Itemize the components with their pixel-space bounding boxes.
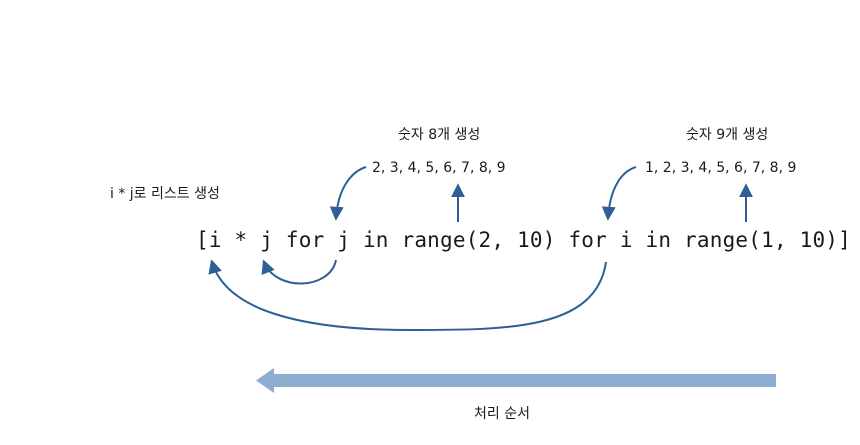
arrow-i-loop [208, 259, 607, 332]
arrow-j-loop [261, 259, 337, 285]
list-label: i * j로 리스트 생성 [110, 186, 220, 202]
gen9-values: 1, 2, 3, 4, 5, 6, 7, 8, 9 [645, 160, 797, 176]
process-order-label: 처리 순서 [474, 406, 530, 422]
arrow-values-to-j [329, 166, 367, 221]
process-order-arrow-shaft [272, 374, 776, 387]
gen8-title: 숫자 8개 생성 [398, 127, 481, 143]
gen8-values: 2, 3, 4, 5, 6, 7, 8, 9 [372, 160, 506, 176]
gen9-title: 숫자 9개 생성 [686, 127, 769, 143]
code-expression: [i * j for j in range(2, 10) for i in ra… [196, 228, 851, 252]
arrow-values-to-i [601, 166, 637, 221]
process-order-arrow-head [256, 368, 274, 393]
